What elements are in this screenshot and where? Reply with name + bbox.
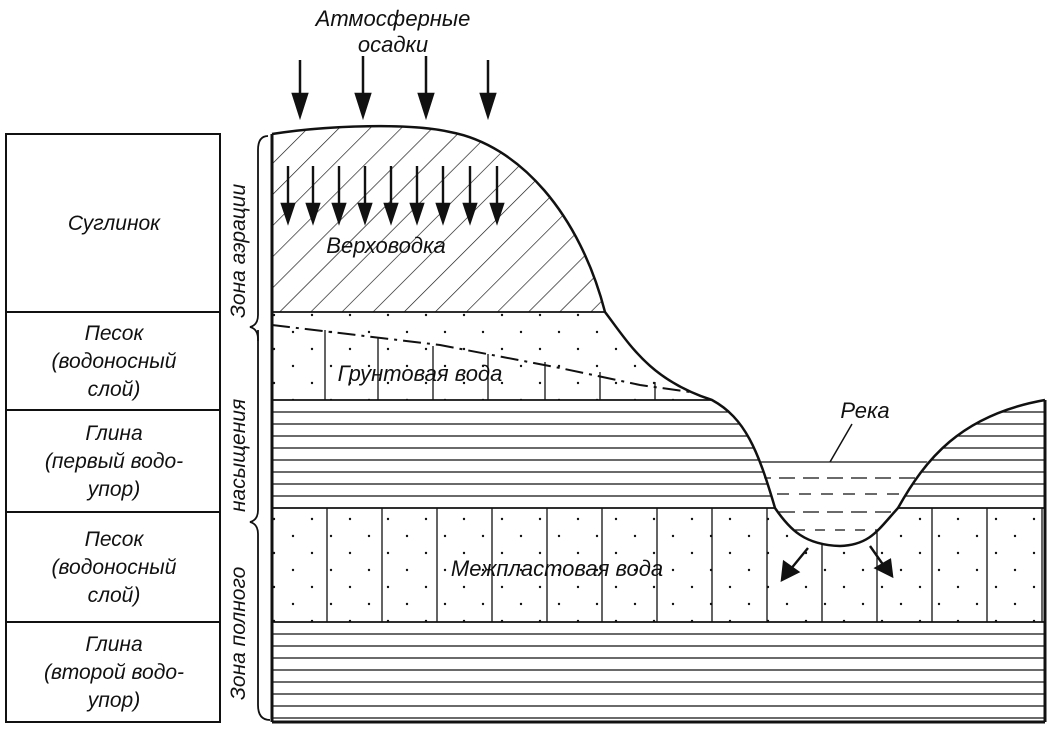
layer-label-5-line-2: (второй водо- [44, 661, 184, 684]
saturation-zone-label-2: насыщения [227, 399, 250, 512]
clay-aquitard-2 [272, 633, 1045, 719]
precipitation-arrows [291, 56, 497, 121]
layer-label-4-line-1: Песок [85, 528, 145, 551]
precipitation-label-2: осадки [358, 32, 428, 57]
saturation-brace [249, 330, 271, 721]
layer-label-4-line-3: слой) [88, 584, 141, 607]
precipitation-label-1: Атмосферные [314, 6, 471, 31]
river-label: Река [840, 398, 889, 423]
ground-surface [271, 124, 1046, 548]
layer-label-3-line-3: упор) [86, 478, 140, 501]
layer-label-3-line-2: (первый водо- [45, 450, 183, 473]
section-outline [270, 124, 1047, 724]
layer-label-2-line-3: слой) [88, 378, 141, 401]
aeration-brace [249, 135, 269, 341]
interstratal-water-label: Межпластовая вода [451, 556, 663, 581]
infiltration-arrows [280, 166, 505, 226]
seepage-arrows [780, 545, 894, 583]
saturation-zone-label-1: Зона полного [227, 566, 250, 700]
layer-label-2-line-2: (водоносный [52, 350, 177, 373]
layer-label-1-line-1: Суглинок [68, 212, 161, 235]
layer-label-4-line-2: (водоносный [52, 556, 177, 579]
aeration-zone-label: Зона аэрации [227, 184, 250, 318]
perched-water-label: Верховодка [326, 233, 445, 258]
zone-brackets [249, 135, 271, 721]
layer-label-5-line-3: упор) [86, 689, 140, 712]
groundwater-label: Грунтовая вода [338, 361, 503, 386]
layer-label-5-line-1: Глина [85, 633, 142, 656]
clay-aquitard-1 [272, 411, 1045, 497]
layer-label-2-line-1: Песок [85, 322, 145, 345]
layer-label-3-line-1: Глина [85, 422, 142, 445]
sand-aquifer-2 [272, 508, 1045, 622]
river-leader-line [829, 423, 853, 463]
water-table-line [271, 324, 691, 393]
